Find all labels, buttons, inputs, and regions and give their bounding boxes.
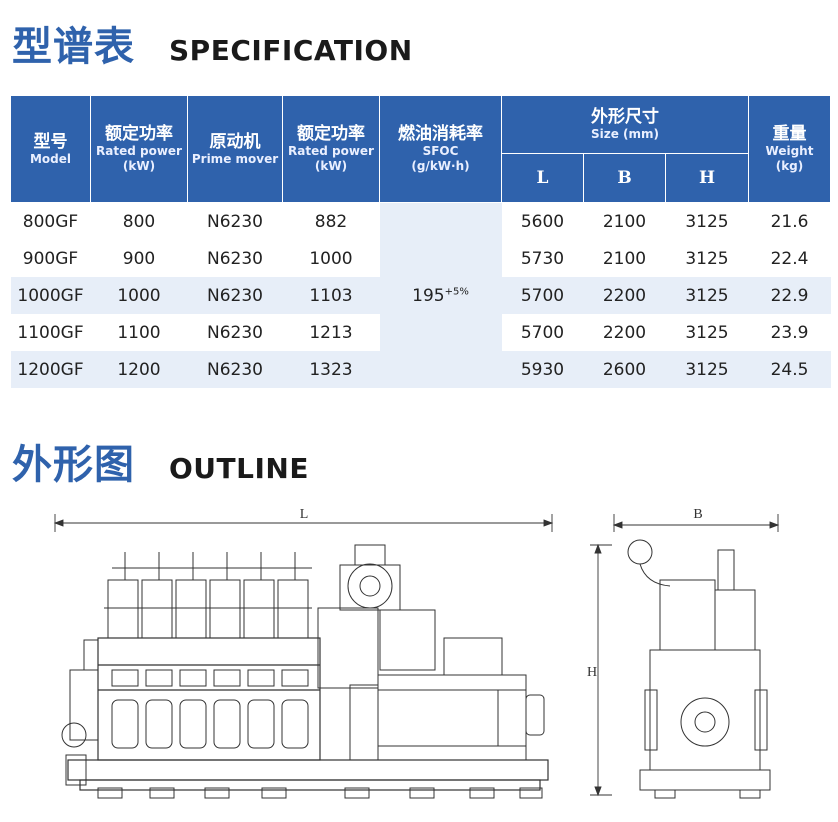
header-model-zh: 型号 — [33, 131, 68, 152]
header-size-h-label: H — [698, 168, 716, 188]
specification-table: 型号 Model 额定功率 Rated power (kW) 原动机 Prime… — [10, 95, 831, 388]
header-size-h: H — [665, 153, 749, 203]
cell-b: 2200 — [583, 277, 666, 314]
cell-engine: N6230 — [207, 322, 263, 343]
sfoc-tolerance: +5% — [444, 285, 469, 297]
cell-l: 5700 — [501, 277, 584, 314]
sfoc-value: 195 — [412, 285, 445, 306]
header-rated-power-zh: 额定功率 — [105, 124, 173, 144]
header-rated-power: 额定功率 Rated power (kW) — [90, 95, 188, 203]
cell-l: 5930 — [501, 351, 584, 388]
header-prime-mover: 原动机 Prime mover — [187, 95, 283, 203]
cell-model: 1100GF — [17, 322, 84, 343]
cell-power2: 1000 — [309, 248, 353, 269]
header-rated-power-2-unit: (kW) — [314, 159, 348, 173]
header-model-en: Model — [29, 151, 72, 166]
cell-b: 2200 — [602, 322, 647, 343]
cell-weight: 23.9 — [770, 322, 809, 343]
header-model: 型号 Model — [10, 95, 91, 203]
cell-model: 1000GF — [10, 277, 91, 314]
header-weight-unit: (kg) — [775, 159, 804, 173]
specification-title-en: SPECIFICATION — [169, 34, 413, 67]
header-weight-en: Weight — [765, 144, 814, 158]
header-sfoc-en: SFOC — [422, 144, 459, 158]
header-size: 外形尺寸 Size (mm) — [501, 95, 749, 154]
table-row: 1200GF 1200 N6230 1323 5930 2600 3125 24… — [10, 351, 831, 388]
cell-engine: N6230 — [207, 211, 263, 232]
header-sfoc-unit: (g/kW·h) — [411, 159, 470, 173]
cell-model: 800GF — [22, 211, 79, 232]
table-row: 900GF 900 N6230 1000 5730 2100 3125 22.4 — [11, 240, 831, 277]
header-sfoc-zh: 燃油消耗率 — [398, 124, 483, 144]
header-weight: 重量 Weight (kg) — [748, 95, 831, 203]
header-size-en: Size (mm) — [590, 127, 660, 141]
cell-model: 900GF — [22, 248, 79, 269]
cell-sfoc: 195+5% — [379, 202, 502, 388]
header-prime-mover-en: Prime mover — [191, 151, 279, 166]
cell-power: 900 — [122, 248, 156, 269]
header-size-l-label: L — [536, 168, 549, 188]
header-size-b-label: B — [617, 168, 632, 188]
header-prime-mover-zh: 原动机 — [209, 131, 261, 152]
end-view: B H — [587, 507, 780, 799]
table-row: 800GF 800 N6230 882 195+5% 5600 2100 312… — [11, 202, 831, 388]
outline-heading: 外形图 OUTLINE — [12, 432, 309, 490]
header-rated-power-2-en: Rated power — [288, 144, 374, 158]
cell-weight: 22.9 — [748, 277, 831, 314]
cell-engine: N6230 — [187, 351, 283, 388]
cell-power: 1000 — [90, 277, 188, 314]
dimension-b — [612, 514, 780, 532]
cell-l: 5600 — [520, 211, 565, 232]
cell-h: 3125 — [665, 277, 749, 314]
cell-power: 1100 — [117, 322, 161, 343]
cell-engine: N6230 — [207, 248, 263, 269]
cell-h: 3125 — [665, 351, 749, 388]
cell-power2: 882 — [314, 211, 348, 232]
outline-drawing: L — [53, 507, 780, 799]
cell-power: 1200 — [90, 351, 188, 388]
cell-power2: 1323 — [282, 351, 380, 388]
specification-heading: 型谱表 SPECIFICATION — [12, 14, 413, 72]
header-rated-power-en: Rated power — [96, 144, 182, 158]
cell-power: 800 — [122, 211, 156, 232]
cell-power2: 1103 — [282, 277, 380, 314]
header-sfoc: 燃油消耗率 SFOC (g/kW·h) — [379, 95, 502, 203]
cell-b: 2100 — [602, 248, 647, 269]
header-size-b: B — [583, 153, 666, 203]
cell-l: 5730 — [520, 248, 565, 269]
cell-h: 3125 — [685, 211, 729, 232]
header-rated-power-unit: (kW) — [122, 159, 156, 173]
cell-weight: 22.4 — [770, 248, 809, 269]
dimension-l — [53, 514, 554, 532]
specification-title-zh: 型谱表 — [12, 23, 135, 70]
cell-h: 3125 — [685, 322, 729, 343]
header-size-l: L — [501, 153, 584, 203]
table-row: 1000GF 1000 N6230 1103 5700 2200 3125 22… — [10, 277, 831, 314]
cell-weight: 24.5 — [748, 351, 831, 388]
outline-title-zh: 外形图 — [12, 441, 135, 488]
cell-b: 2100 — [602, 211, 647, 232]
cell-engine: N6230 — [187, 277, 283, 314]
header-rated-power-2-zh: 额定功率 — [297, 124, 365, 144]
cell-weight: 21.6 — [770, 211, 809, 232]
cell-model: 1200GF — [10, 351, 91, 388]
dimension-h-label: H — [587, 665, 597, 680]
dimension-b-label: B — [693, 507, 702, 522]
header-weight-zh: 重量 — [772, 124, 807, 144]
dimension-h — [590, 543, 612, 797]
table-row: 1100GF 1100 N6230 1213 5700 2200 3125 23… — [11, 314, 831, 351]
cell-h: 3125 — [685, 248, 729, 269]
header-size-zh: 外形尺寸 — [591, 107, 659, 127]
header-rated-power-2: 额定功率 Rated power (kW) — [282, 95, 380, 203]
outline-title-en: OUTLINE — [169, 452, 309, 485]
dimension-l-label: L — [300, 507, 309, 522]
side-view: L — [53, 507, 554, 799]
cell-l: 5700 — [520, 322, 565, 343]
cell-b: 2600 — [583, 351, 666, 388]
cell-power2: 1213 — [309, 322, 353, 343]
